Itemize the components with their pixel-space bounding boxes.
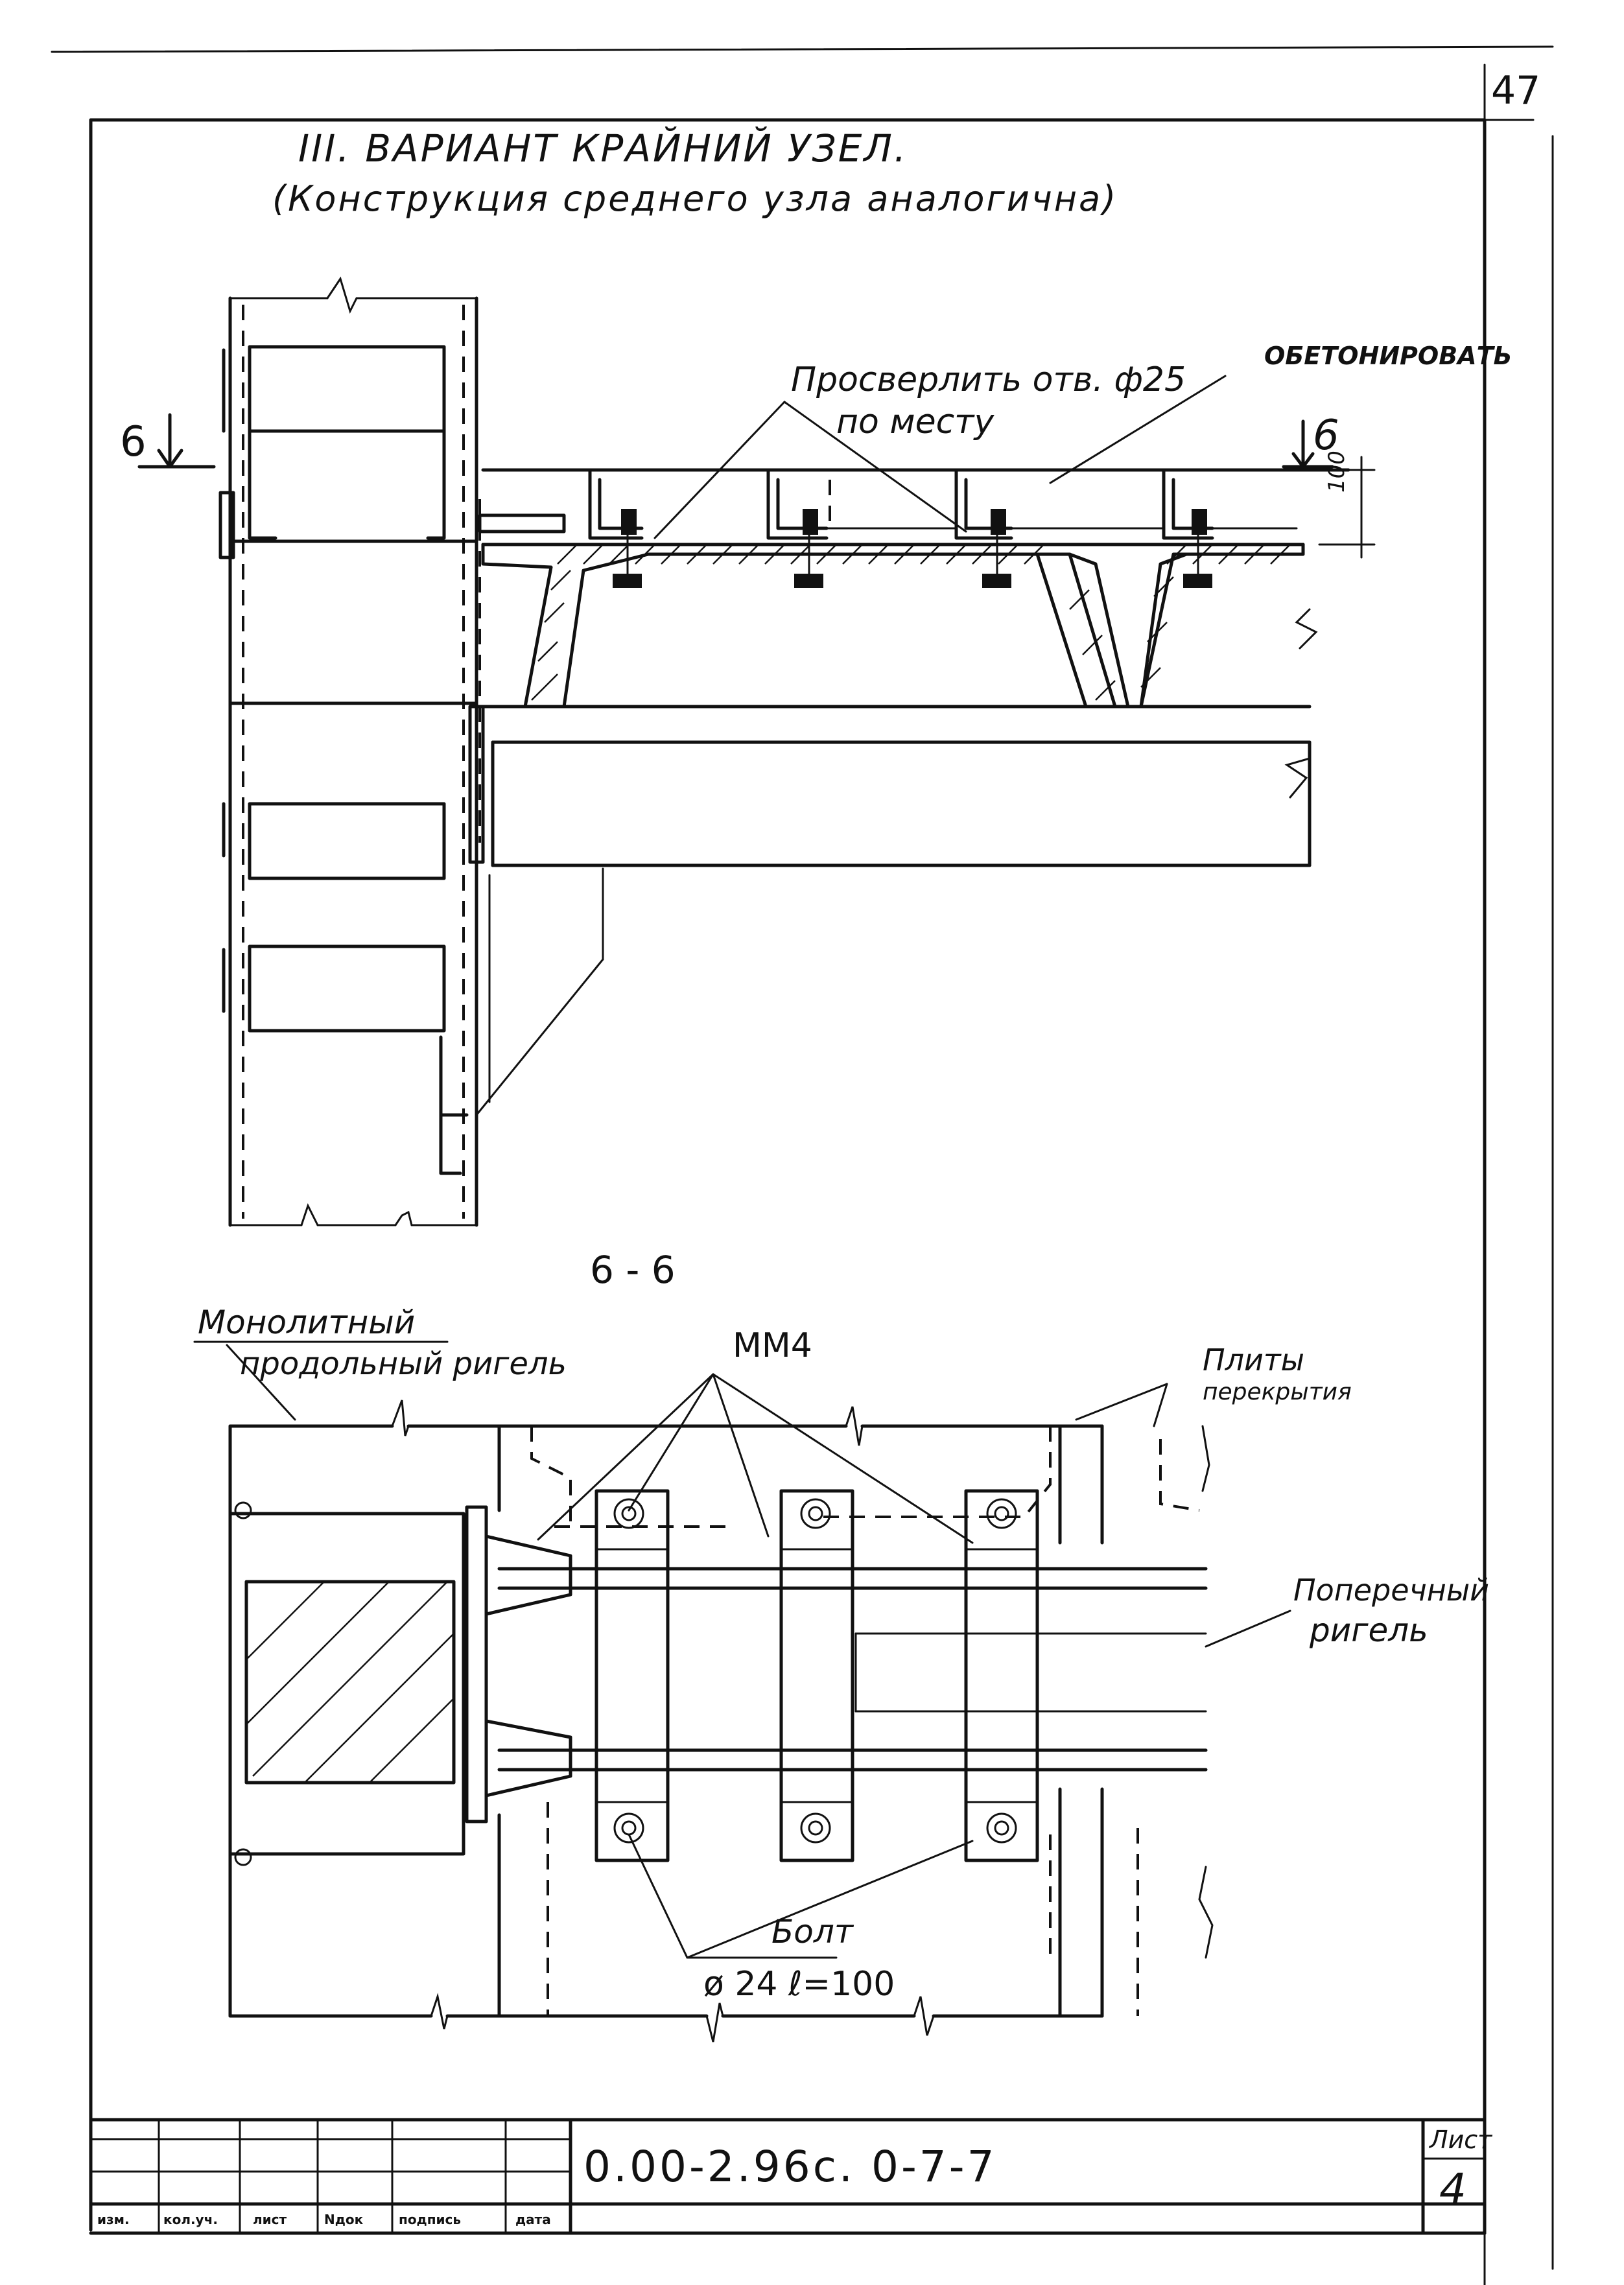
column-date: дата xyxy=(515,2212,551,2227)
label-bolt: Болт xyxy=(771,1913,853,1951)
label-mm4: ММ4 xyxy=(733,1326,812,1365)
sheet-frame xyxy=(89,118,1487,2235)
sheet-label: Лист xyxy=(1430,2126,1492,2154)
column-doc-number: Nдок xyxy=(324,2212,364,2227)
column-quantity: кол.уч. xyxy=(163,2212,218,2227)
title-block xyxy=(89,2118,1487,2235)
sheet-title: III. ВАРИАНТ КРАЙНИЙ УЗЕЛ. xyxy=(298,126,908,170)
label-transverse: Поперечный xyxy=(1293,1573,1490,1608)
column-sheet: лист xyxy=(253,2212,287,2227)
column-revision: изм. xyxy=(97,2212,130,2227)
label-floor-slabs: перекрытия xyxy=(1203,1379,1352,1405)
section-mark-left: 6 xyxy=(120,418,147,466)
channel-row xyxy=(478,468,1350,546)
section-mark-right: 6 xyxy=(1313,412,1339,460)
top-border-line xyxy=(51,45,1554,53)
column-signature: подпись xyxy=(399,2212,462,2227)
label-monolithic: Монолитный xyxy=(198,1304,416,1341)
label-bolt-size: ø 24 ℓ=100 xyxy=(703,1965,895,2004)
elevation-view xyxy=(137,276,1376,1227)
section-title: 6 - 6 xyxy=(590,1248,676,1292)
sheet-subtitle: (Конструкция среднего узла аналогична) xyxy=(272,178,1118,219)
note-drill-in-place: по месту xyxy=(836,403,994,441)
document-code: 0.00-2.96с. 0-7-7 xyxy=(583,2142,997,2192)
sheet-number: 4 xyxy=(1439,2164,1466,2214)
bolts-section xyxy=(613,1498,1017,1844)
label-slabs: Плиты xyxy=(1203,1342,1305,1377)
page-number: 47 xyxy=(1491,68,1541,113)
label-longitudinal-girder: продольный ригель xyxy=(240,1346,567,1382)
label-transverse-girder: ригель xyxy=(1310,1611,1428,1649)
note-concrete: ОБЕТОНИРОВАТЬ xyxy=(1264,342,1512,370)
section-view xyxy=(193,1341,1291,2043)
dimension-height: 100 xyxy=(1324,451,1350,493)
bolts-elevation xyxy=(613,509,1212,588)
note-drill-holes: Просверлить отв. ф25 xyxy=(791,360,1186,399)
